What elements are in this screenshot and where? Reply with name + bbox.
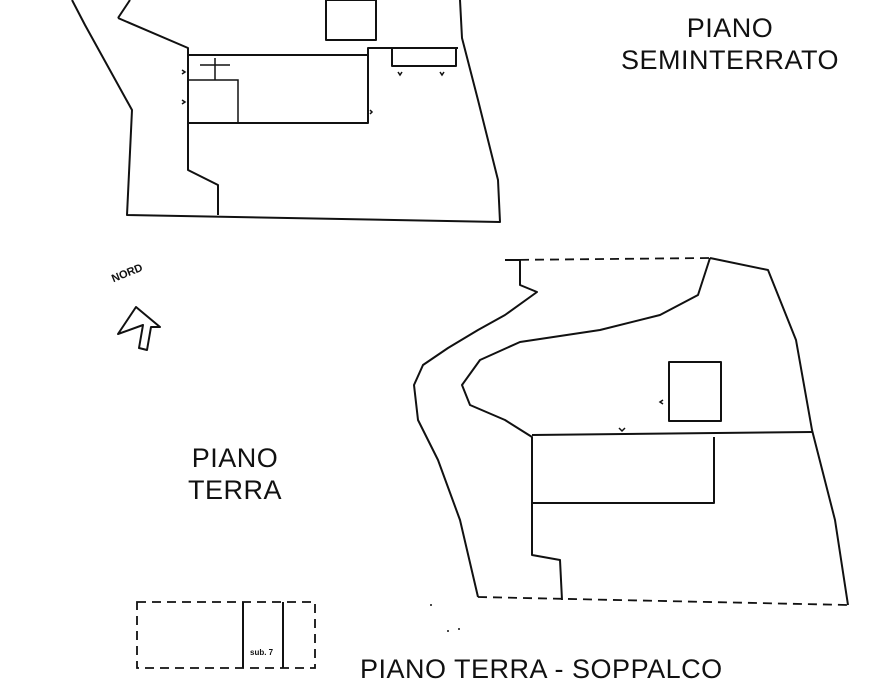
- terra-dashed-bottom: [477, 596, 849, 606]
- north-arrow-icon: [117, 306, 161, 351]
- seminterrato-marks: [181, 69, 445, 115]
- terra-right-wall: [709, 257, 849, 606]
- plan-terra: [413, 257, 849, 632]
- terra-outline: [413, 259, 538, 598]
- seminterrato-inner-wall: [117, 0, 219, 215]
- label-line: TERRA: [187, 475, 282, 505]
- terra-marks: [430, 399, 664, 632]
- sub-unit-label: sub. 7: [250, 648, 274, 657]
- seminterrato-subdivision: [188, 58, 239, 123]
- terra-inner-wall: [461, 257, 711, 601]
- terra-partition: [531, 431, 813, 504]
- floor-plan-drawing: [71, 0, 849, 669]
- plan-seminterrato: [71, 0, 501, 223]
- label-line: SEMINTERRATO: [620, 45, 840, 75]
- seminterrato-box: [391, 47, 457, 67]
- terra-dashed-top: [504, 257, 711, 261]
- seminterrato-shaft: [325, 0, 377, 41]
- seminterrato-room: [187, 47, 458, 124]
- soppalco-dashed-outline: [136, 601, 316, 669]
- label-line: PIANO: [686, 13, 774, 43]
- plan-soppalco: [136, 601, 316, 669]
- label-line: PIANO: [191, 443, 279, 473]
- label-piano-seminterrato: PIANO SEMINTERRATO: [600, 12, 860, 76]
- terra-shaft: [668, 361, 722, 422]
- label-piano-terra: PIANO TERRA: [150, 442, 320, 506]
- soppalco-unit: [242, 602, 284, 668]
- seminterrato-outline: [71, 0, 501, 223]
